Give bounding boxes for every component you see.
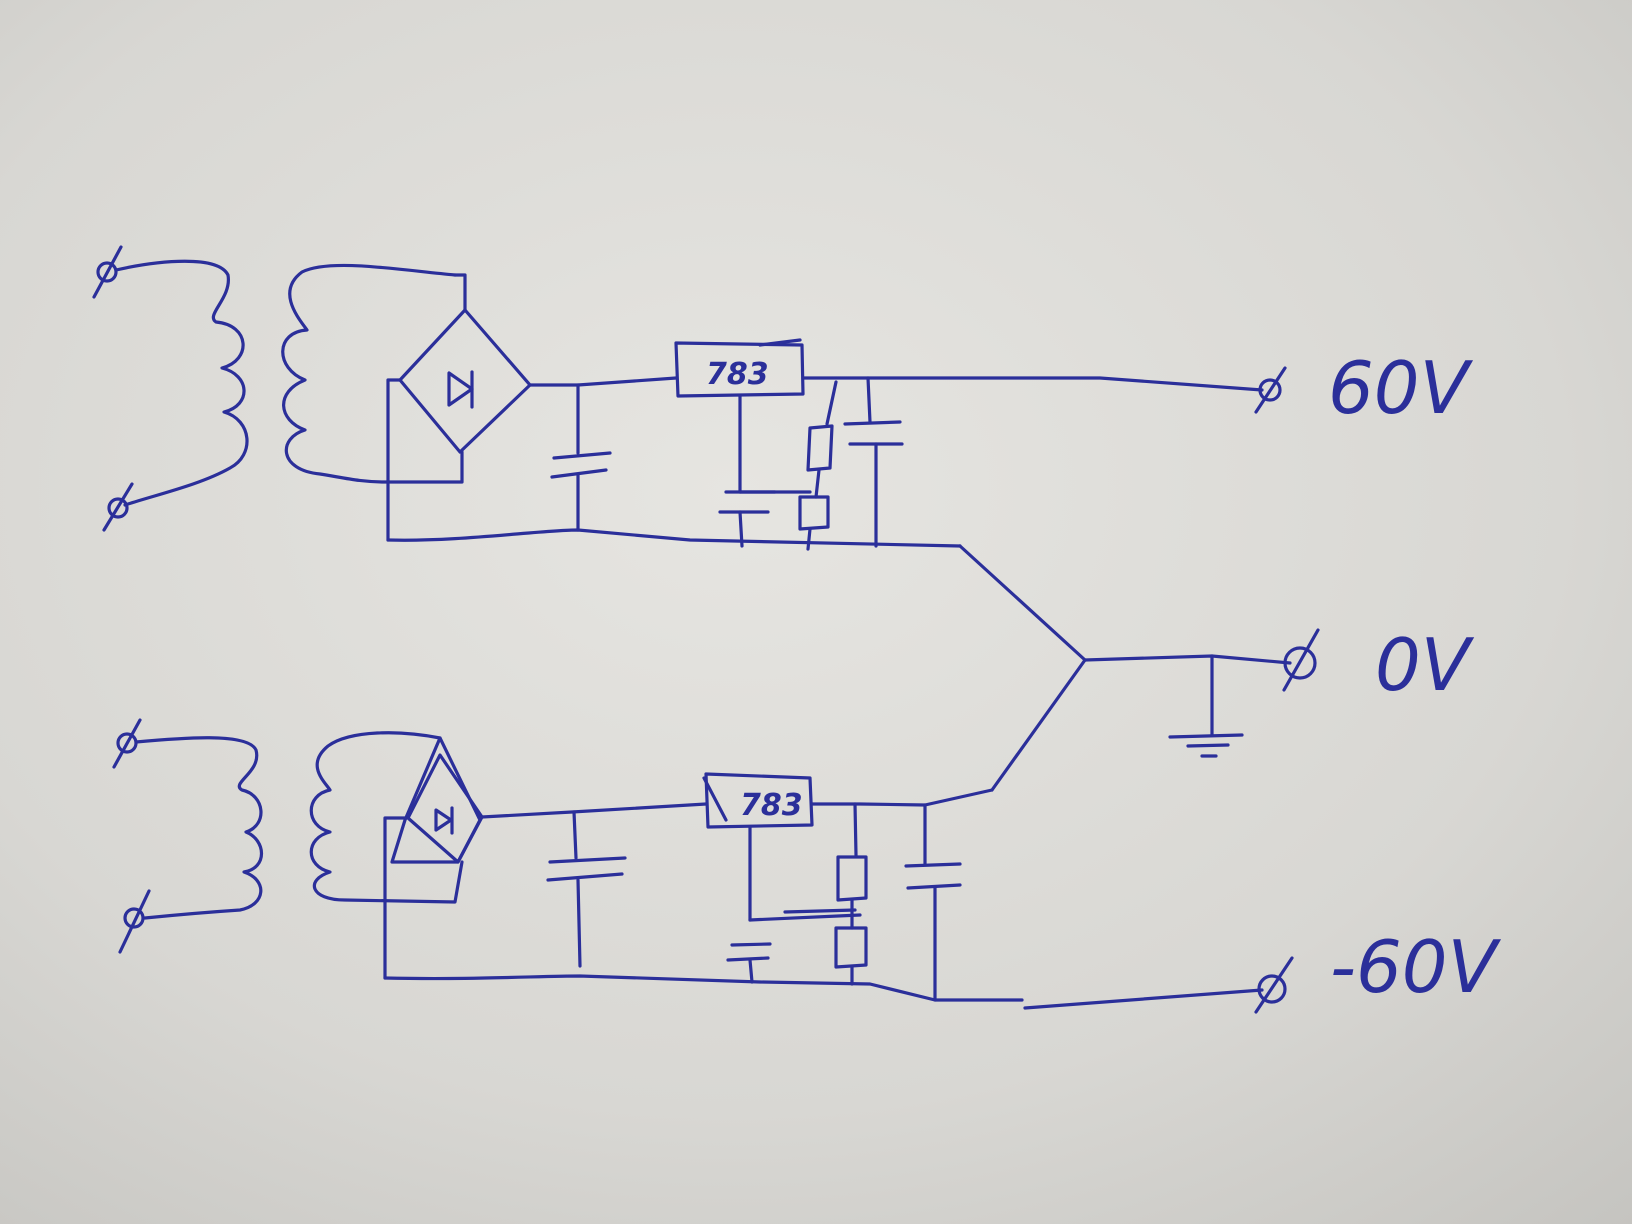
upper-regulator-label: 783 (706, 357, 769, 392)
upper-resistor-bottom (798, 495, 830, 551)
ground-junction: 0V (958, 544, 1475, 792)
upper-input-terminal-1 (92, 245, 123, 299)
lower-regulator: 783 (702, 772, 814, 922)
ground-output-terminal (1282, 628, 1320, 692)
lower-resistor-bottom (834, 926, 868, 986)
ground-output-label: 0V (1375, 623, 1475, 707)
lower-supply: 783 -60V (112, 718, 1502, 1014)
negative-output-terminal (1254, 956, 1294, 1014)
upper-output-capacitor (843, 376, 904, 548)
lower-supply-rail (383, 974, 1024, 1002)
lower-transformer-primary (134, 736, 263, 920)
upper-ground-return (386, 528, 962, 548)
positive-output-label: 60V (1328, 346, 1474, 430)
upper-supply: 783 (92, 245, 1474, 551)
lower-adjust-capacitor (726, 913, 862, 984)
upper-regulator: 783 (674, 338, 805, 494)
upper-input-terminal-2 (102, 482, 134, 532)
upper-transformer-secondary (281, 263, 464, 484)
negative-output-label: -60V (1330, 925, 1502, 1009)
ground-icon (1168, 654, 1244, 758)
lower-input-terminal-2 (118, 889, 151, 954)
upper-resistor-top (806, 380, 838, 499)
lower-bridge-rectifier (383, 736, 484, 980)
lower-transformer-secondary (309, 731, 464, 904)
upper-input-capacitor (550, 383, 612, 532)
upper-transformer-primary (114, 259, 249, 507)
lower-input-capacitor (546, 810, 627, 968)
positive-output-terminal (1254, 366, 1287, 414)
lower-output-capacitor (904, 803, 962, 1002)
upper-bridge-rectifier (386, 308, 532, 542)
lower-regulator-label: 783 (740, 788, 803, 823)
lower-resistor-top (836, 802, 868, 930)
